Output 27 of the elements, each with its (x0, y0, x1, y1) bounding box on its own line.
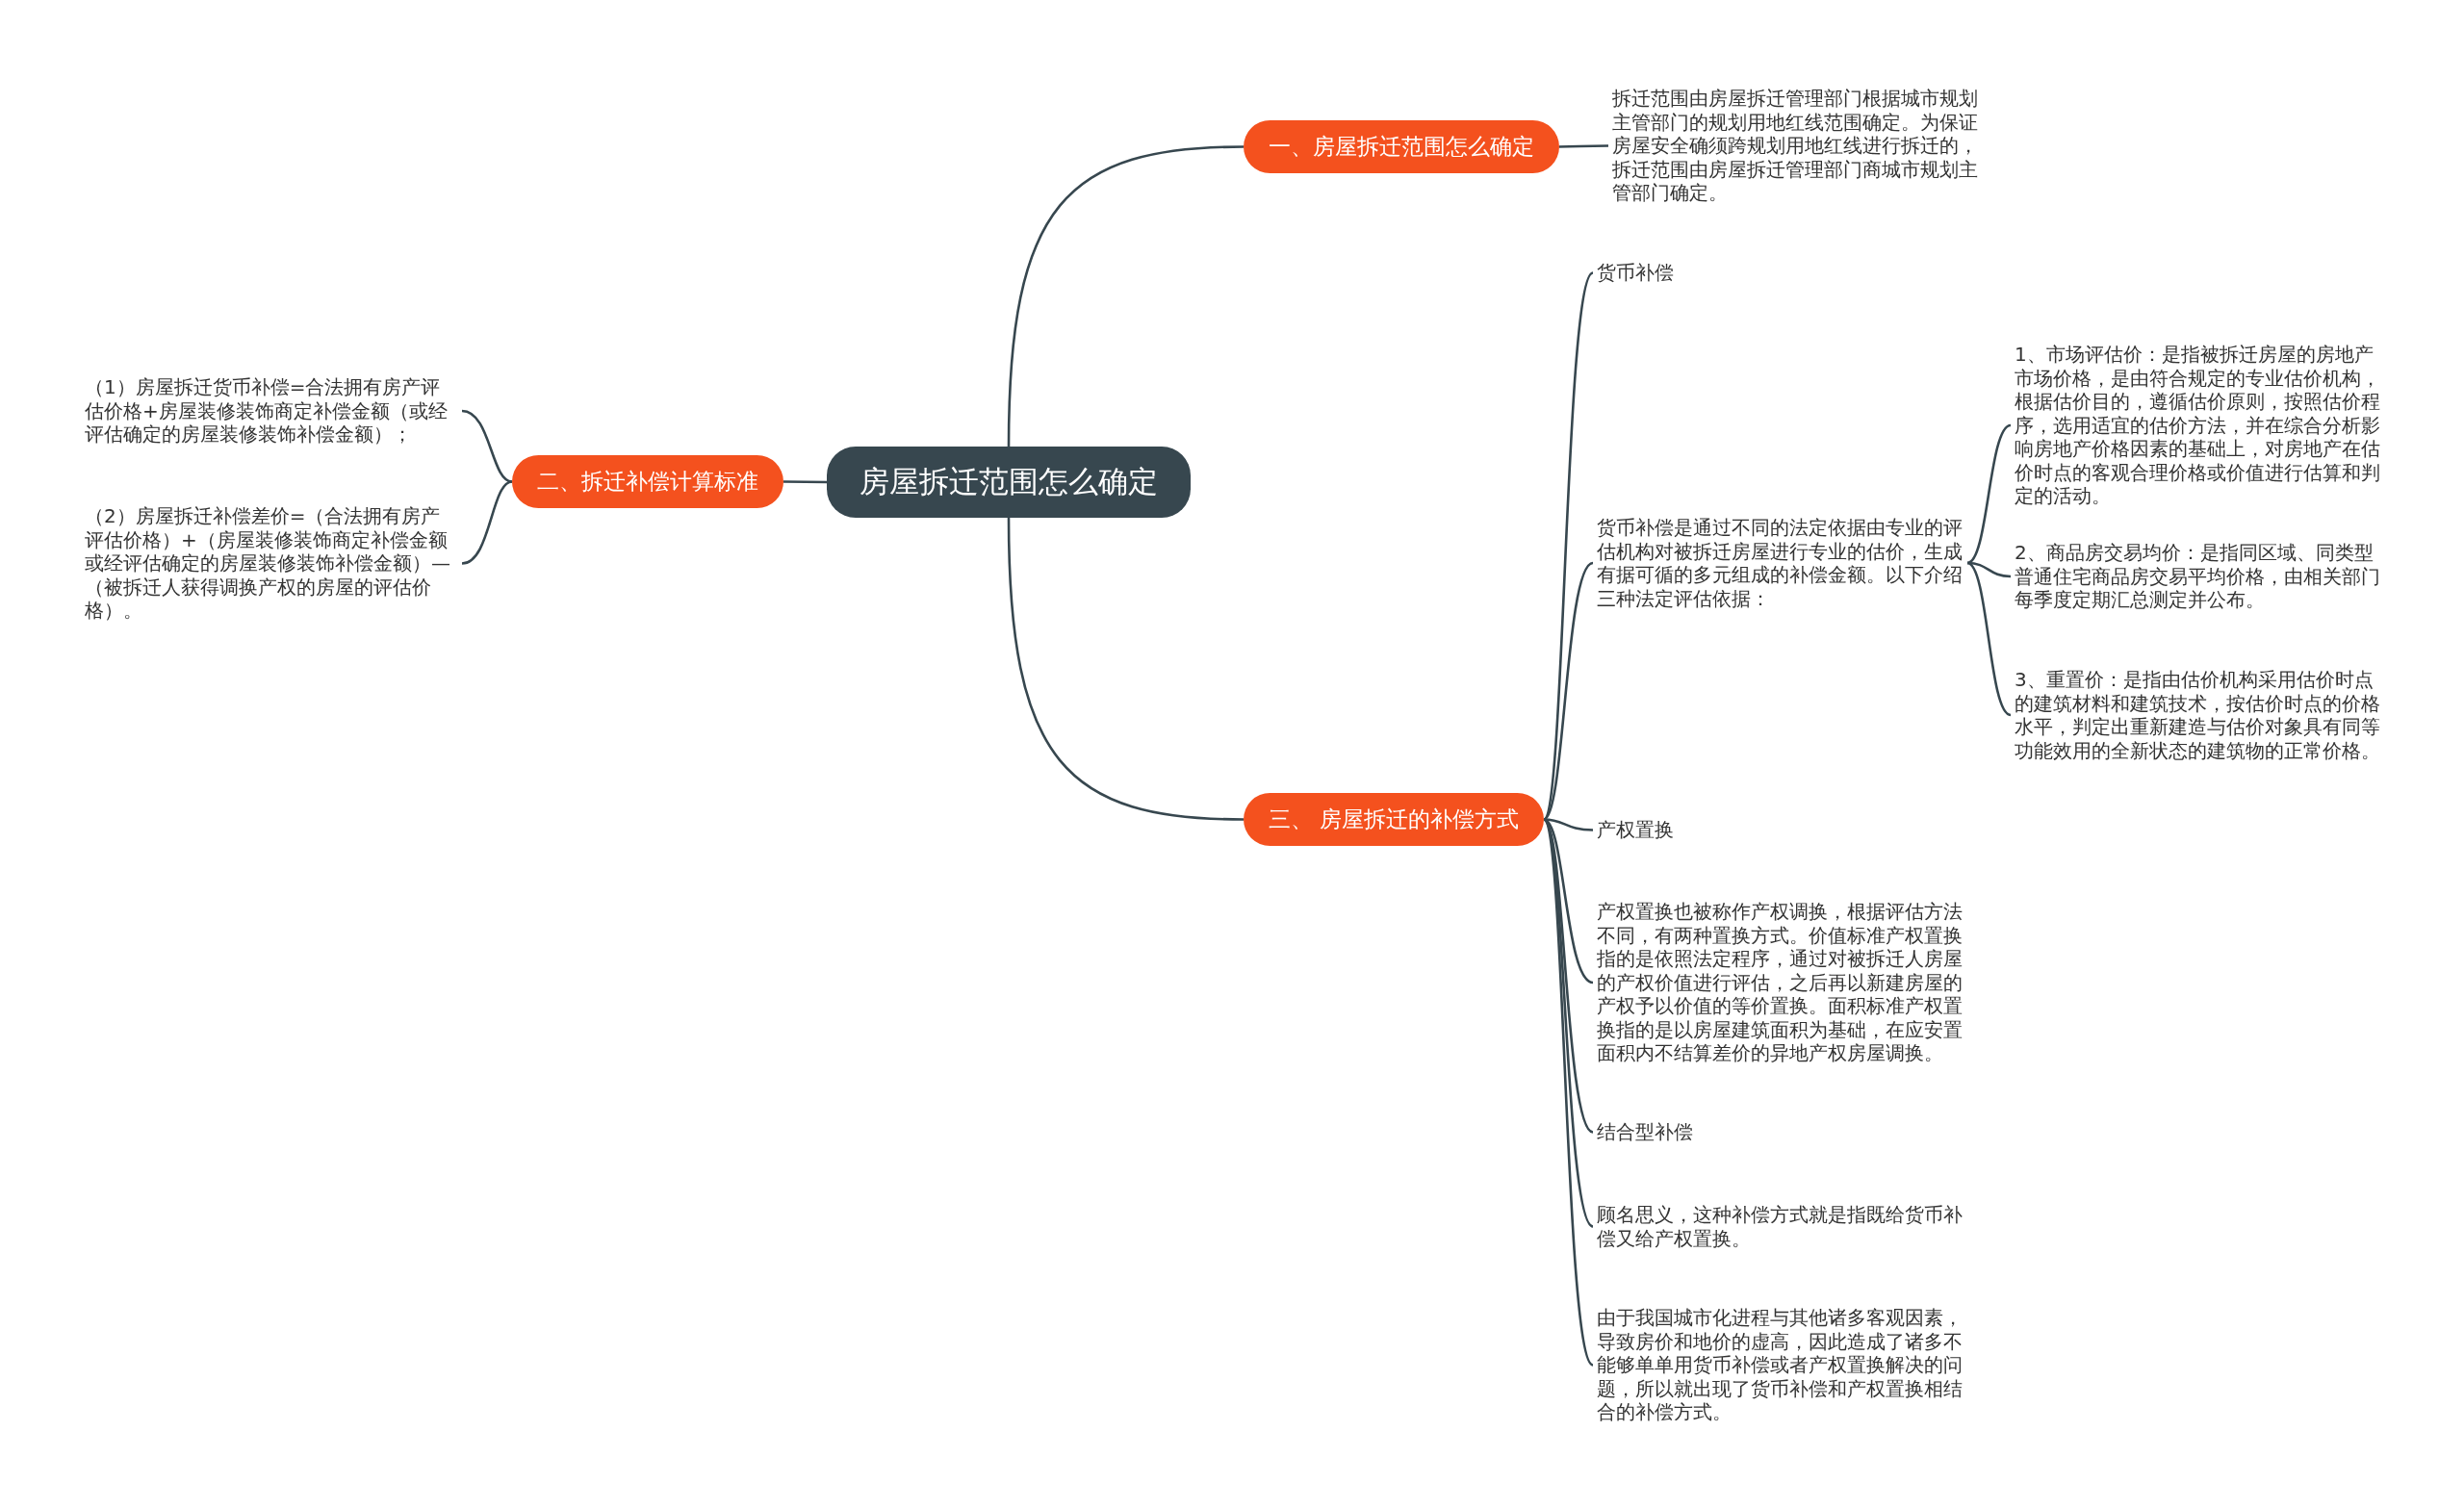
branch-topic: 一、房屋拆迁范围怎么确定 (1244, 119, 1559, 173)
central-topic: 房屋拆迁范围怎么确定 (827, 447, 1191, 518)
connector (1543, 561, 1594, 821)
topic-text: 2、商品房交易均价：是指同区域、同类型普通住宅商品房交易平均价格，由相关部门每季度定期汇总测定并公布。 (2015, 541, 2385, 612)
connector (461, 409, 513, 483)
connector (1966, 423, 2012, 565)
topic-text: 货币补偿 (1597, 261, 1967, 285)
connector (1559, 144, 1608, 148)
topic-text: 1、市场评估价：是指被拆迁房屋的房地产市场价格，是由符合规定的专业估价机构，根据估价目的，遵循估价原则，按照估价程序，选用适宜的估价方法，并在综合分析影响房地产价格因素的基础上，对房地产在估价时点的客观合理价格或价值进行估算和判定的活动。 (2015, 343, 2385, 508)
topic-text: 产权置换也被称作产权调换，根据评估方法不同，有两种置换方式。价值标准产权置换指的是依照法定程序，通过对被拆迁人房屋的产权价值进行评估，之后再以新建房屋的产权予以价值的等价置换。面积标准产权置换指的是以房屋建筑面积为基础，在应安置面积内不结算差价的异地产权房屋调换。 (1597, 900, 1967, 1065)
topic-text: 由于我国城市化进程与其他诸多客观因素，导致房价和地价的虚高，因此造成了诸多不能够单单用货币补偿或者产权置换解决的问题，所以就出现了货币补偿和产权置换相结合的补偿方式。 (1597, 1306, 1967, 1424)
connector (1007, 145, 1245, 447)
connector (461, 480, 513, 565)
connector (1966, 561, 2012, 717)
connector (783, 480, 827, 484)
branch-topic: 三、 房屋拆迁的补偿方式 (1244, 792, 1545, 846)
topic-text: （2）房屋拆迁补偿差价=（合法拥有房产评估价格）+（房屋装修装饰商定补偿金额或经评估确定的房屋装修装饰补偿金额）—（被拆迁人获得调换产权的房屋的评估价格）。 (85, 504, 458, 623)
topic-text: （1）房屋拆迁货币补偿=合法拥有房产评估价格+房屋装修装饰商定补偿金额（或经评估确定的房屋装修装饰补偿金额）； (85, 375, 458, 447)
topic-text: 货币补偿是通过不同的法定依据由专业的评估机构对被拆迁房屋进行专业的估价，生成有据可循的多元组成的补偿金额。以下介绍三种法定评估依据： (1597, 516, 1967, 610)
topic-text: 顾名思义，这种补偿方式就是指既给货币补偿又给产权置换。 (1597, 1203, 1967, 1250)
topic-text: 拆迁范围由房屋拆迁管理部门根据城市规划主管部门的规划用地红线范围确定。为保证房屋安全确须跨规划用地红线进行拆迁的，拆迁范围由房屋拆迁管理部门商城市规划主管部门确定。 (1612, 87, 1983, 205)
branch-topic: 二、拆迁补偿计算标准 (512, 454, 783, 508)
connector (1542, 818, 1595, 1367)
connector (1007, 517, 1245, 821)
topic-text: 产权置换 (1597, 818, 1967, 842)
topic-text: 3、重置价：是指由估价机构采用估价时点的建筑材料和建筑技术，按估价时点的价格水平，判定出重新建造与估价对象具有同等功能效用的全新状态的建筑物的正常价格。 (2015, 668, 2385, 762)
topic-text: 结合型补偿 (1597, 1120, 1967, 1144)
